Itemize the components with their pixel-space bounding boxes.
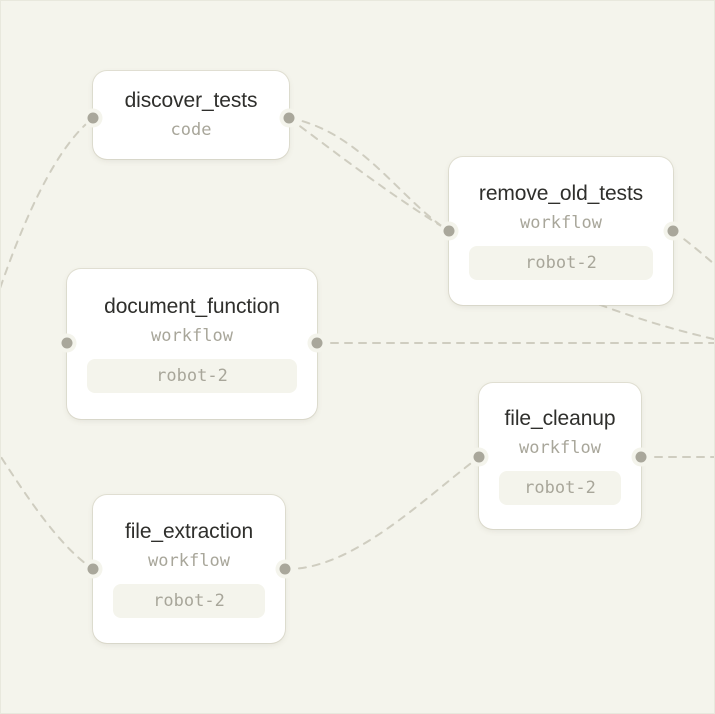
node-title: file_extraction: [124, 520, 254, 544]
port-out-remove_old_tests[interactable]: [667, 225, 679, 237]
node-runner-badge: robot-2: [499, 470, 621, 505]
node-runner-badge: robot-2: [87, 358, 297, 393]
node-title: document_function: [104, 295, 280, 319]
node-remove_old_tests[interactable]: remove_old_tests workflow robot-2: [449, 157, 673, 305]
node-type-label: workflow: [151, 326, 233, 347]
port-in-discover_tests[interactable]: [87, 112, 99, 124]
port-out-file_extraction[interactable]: [279, 563, 291, 575]
node-title: file_cleanup: [504, 407, 616, 431]
node-title: discover_tests: [124, 89, 258, 113]
node-document_function[interactable]: document_function workflow robot-2: [67, 269, 317, 419]
port-in-document_function[interactable]: [61, 337, 73, 349]
port-in-file_extraction[interactable]: [87, 563, 99, 575]
port-out-file_cleanup[interactable]: [635, 451, 647, 463]
port-in-remove_old_tests[interactable]: [443, 225, 455, 237]
port-out-document_function[interactable]: [311, 337, 323, 349]
node-discover_tests[interactable]: discover_tests code: [93, 71, 289, 159]
node-type-label: workflow: [148, 551, 230, 572]
edge-remove_old_tests-to-offscreen-right[interactable]: [672, 230, 715, 291]
edge-offscreen-left-to-file_extraction[interactable]: [1, 411, 94, 570]
node-file_cleanup[interactable]: file_cleanup workflow robot-2: [479, 383, 641, 529]
port-out-discover_tests[interactable]: [283, 112, 295, 124]
node-runner-badge: robot-2: [113, 583, 265, 618]
node-type-label: workflow: [519, 438, 601, 459]
edge-discover_tests-to-remove_old_tests[interactable]: [288, 117, 450, 232]
node-type-label: code: [170, 120, 212, 141]
node-type-label: workflow: [520, 213, 602, 234]
node-title: remove_old_tests: [478, 182, 644, 206]
edge-file_extraction-to-file_cleanup[interactable]: [284, 456, 480, 571]
node-runner-badge: robot-2: [469, 245, 653, 280]
node-file_extraction[interactable]: file_extraction workflow robot-2: [93, 495, 285, 643]
port-in-file_cleanup[interactable]: [473, 451, 485, 463]
